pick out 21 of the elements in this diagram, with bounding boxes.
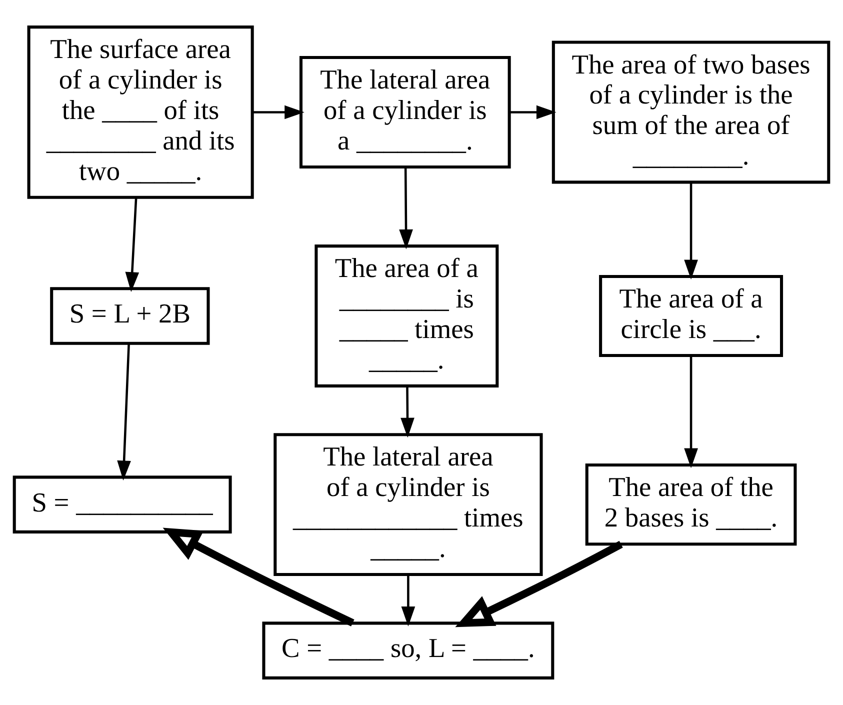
arrow [117, 344, 131, 480]
node-box: The lateral area of a cylinder is ____________ times _____. [274, 433, 543, 576]
node-box: S = L + 2B [50, 287, 210, 345]
arrow [125, 198, 140, 292]
arrow [399, 167, 413, 250]
node-box: The area of two bases of a cylinder is the sum of the area of ________. [552, 40, 830, 184]
arrow [252, 105, 304, 120]
node-box: The area of a circle is ___. [599, 274, 784, 358]
node-box: The surface area of a cylinder is the ____ of its ________ and its two _____. [27, 26, 254, 199]
node-box: C = ____ so, L = ____. [262, 622, 554, 680]
arrow [684, 356, 698, 468]
arrow [455, 540, 623, 628]
node-box: The lateral area of a cylinder is a ________. [299, 56, 511, 168]
node-box: The area of the 2 bases is ____. [585, 464, 797, 546]
arrow [162, 528, 354, 626]
node-box: S = __________ [12, 476, 232, 534]
arrow [510, 105, 556, 120]
node-box: The area of a ________ is _____ times _____. [314, 244, 499, 388]
arrow [401, 574, 416, 626]
arrow [684, 182, 698, 280]
arrow [400, 386, 414, 438]
